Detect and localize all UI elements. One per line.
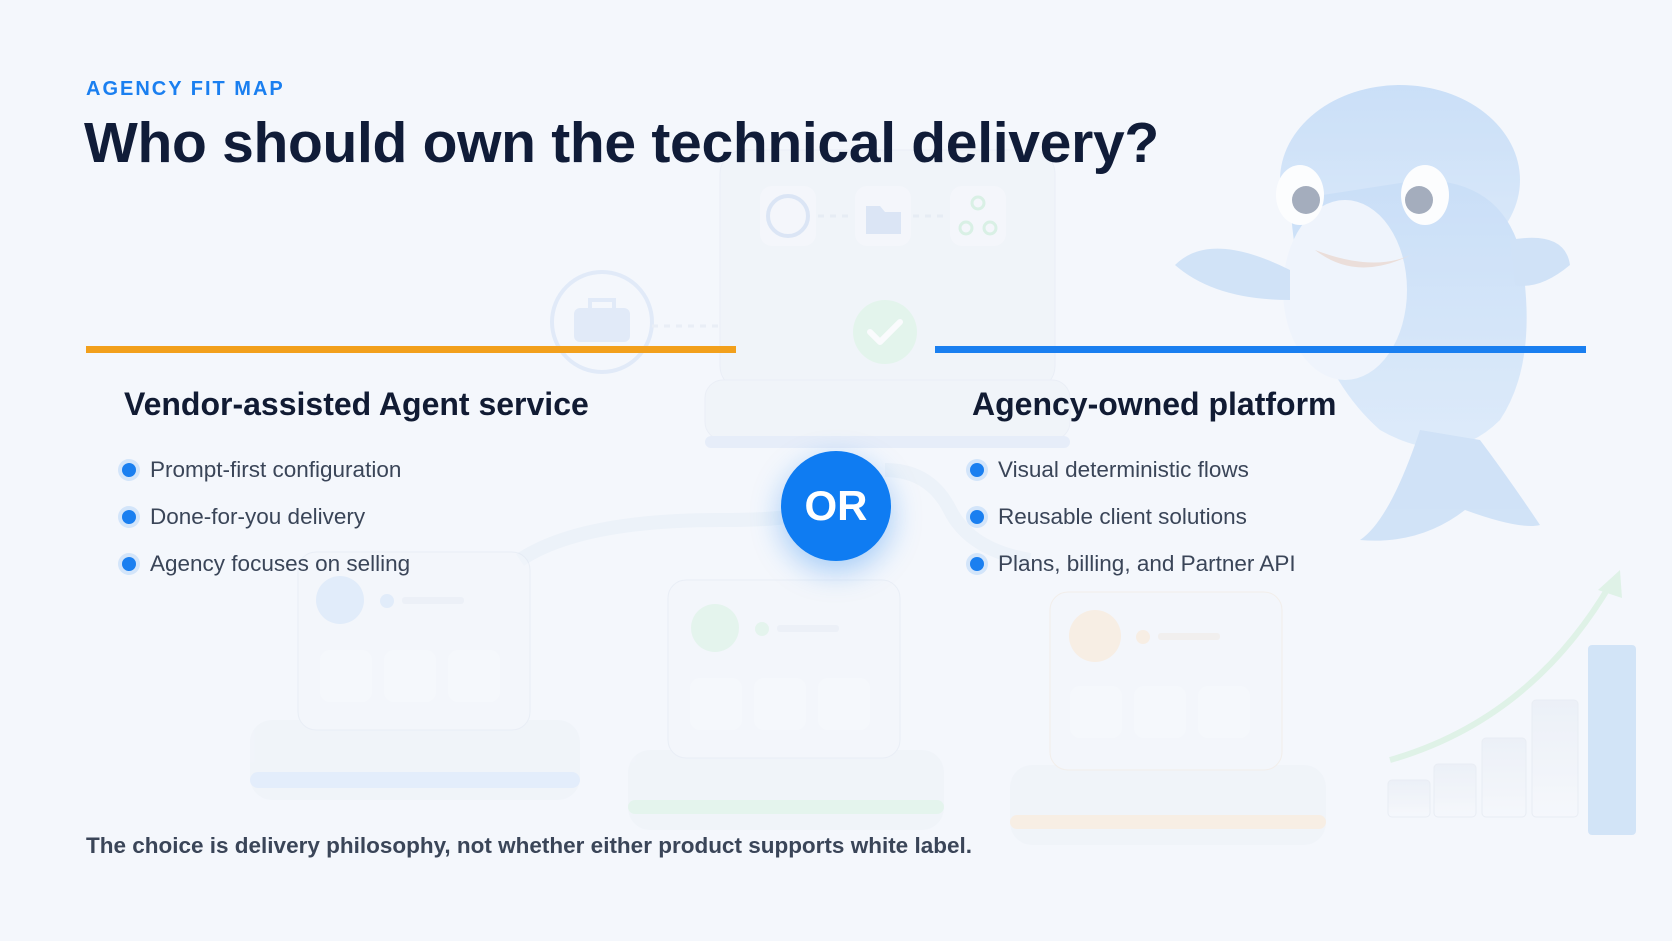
folder-icon xyxy=(855,186,911,246)
bullet-text: Prompt-first configuration xyxy=(150,457,402,482)
station-right xyxy=(1010,591,1326,845)
brain-icon xyxy=(760,186,816,246)
or-badge: OR xyxy=(781,451,891,561)
bullet-text: Visual deterministic flows xyxy=(998,457,1249,482)
growth-chart xyxy=(1387,570,1636,835)
right-accent-rule xyxy=(935,346,1586,353)
right-column-heading: Agency-owned platform xyxy=(972,386,1337,422)
footnote: The choice is delivery philosophy, not w… xyxy=(86,833,972,858)
station-left xyxy=(250,551,580,800)
right-bullet-list: Visual deterministic flows Reusable clie… xyxy=(968,452,1296,593)
network-icon xyxy=(950,186,1006,246)
list-item: Visual deterministic flows xyxy=(968,452,1296,499)
toolbox-icon xyxy=(550,270,718,374)
page-title: Who should own the technical delivery? xyxy=(84,111,1159,175)
list-item: Done-for-you delivery xyxy=(120,499,410,546)
list-item: Prompt-first configuration xyxy=(120,452,410,499)
station-middle xyxy=(628,579,944,830)
bullet-dot-icon xyxy=(122,510,136,524)
bullet-dot-icon xyxy=(970,510,984,524)
bullet-dot-icon xyxy=(122,557,136,571)
check-icon xyxy=(853,300,917,364)
list-item: Agency focuses on selling xyxy=(120,546,410,593)
bullet-text: Plans, billing, and Partner API xyxy=(998,551,1296,576)
dolphin-mascot xyxy=(1175,85,1570,541)
left-bullet-list: Prompt-first configuration Done-for-you … xyxy=(120,452,410,593)
bullet-text: Agency focuses on selling xyxy=(150,551,411,576)
bullet-dot-icon xyxy=(970,557,984,571)
bullet-dot-icon xyxy=(970,463,984,477)
left-accent-rule xyxy=(86,346,736,353)
central-server-illustration xyxy=(704,149,1071,448)
list-item: Plans, billing, and Partner API xyxy=(968,546,1296,593)
eyebrow-label: AGENCY FIT MAP xyxy=(86,78,285,100)
bullet-dot-icon xyxy=(122,463,136,477)
bullet-text: Reusable client solutions xyxy=(998,504,1247,529)
left-column-heading: Vendor-assisted Agent service xyxy=(124,386,589,422)
bullet-text: Done-for-you delivery xyxy=(150,504,366,529)
list-item: Reusable client solutions xyxy=(968,499,1296,546)
